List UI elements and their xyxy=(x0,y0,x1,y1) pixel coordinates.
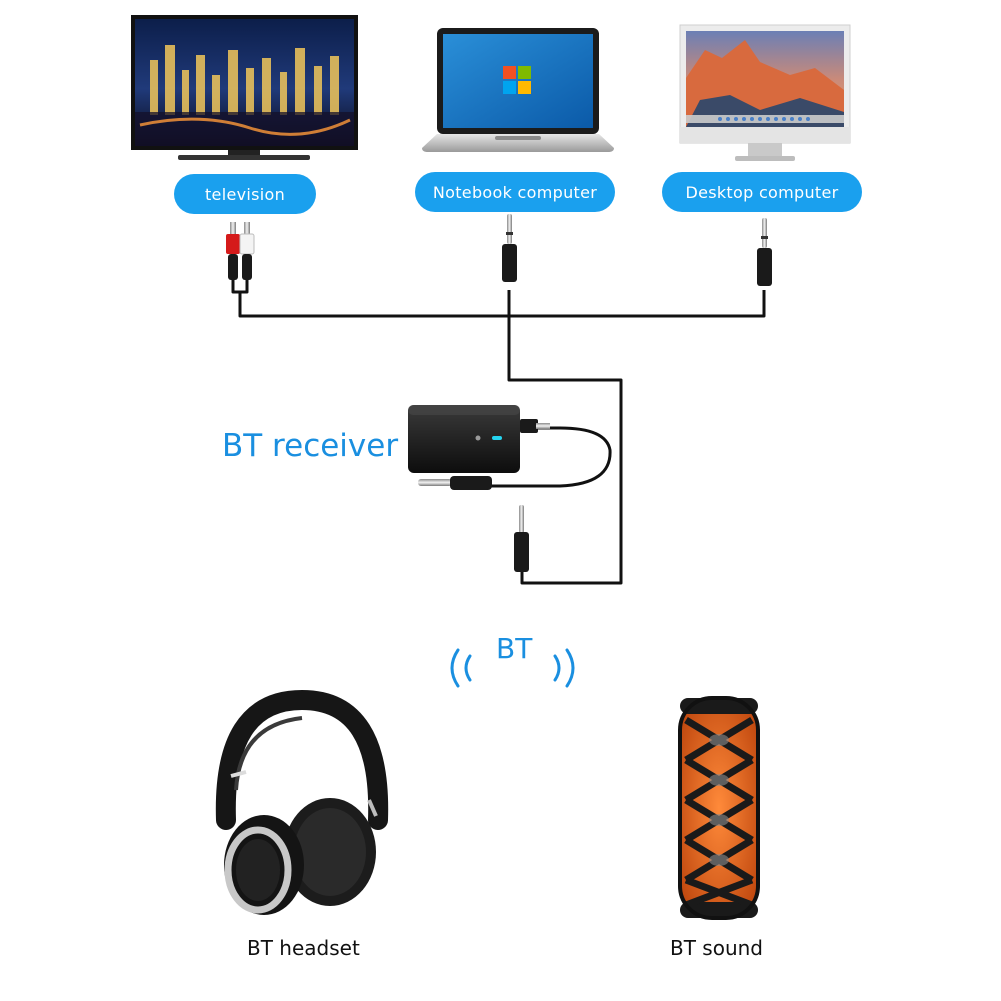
bt-label: BT xyxy=(496,632,533,665)
television-icon xyxy=(131,15,358,160)
notebook-computer-label: Notebook computer xyxy=(415,172,615,212)
audio-jack-icon xyxy=(502,214,517,282)
audio-jack-icon xyxy=(757,218,772,286)
bt-receiver-label: BT receiver xyxy=(222,428,399,464)
headphones-icon xyxy=(215,689,389,915)
desktop-computer-label: Desktop computer xyxy=(662,172,862,212)
cable-network xyxy=(231,278,766,585)
bt-headset-label: BT headset xyxy=(247,936,360,960)
desktop-computer-icon xyxy=(679,24,851,161)
windows-logo-icon xyxy=(503,66,531,94)
television-label: television xyxy=(174,174,316,214)
rca-plug-icon xyxy=(226,222,255,280)
bt-signal-icon xyxy=(450,648,575,688)
bt-receiver-device xyxy=(408,405,612,572)
bt-sound-label: BT sound xyxy=(670,936,763,960)
bt-speaker-icon xyxy=(678,696,760,920)
notebook-computer-icon xyxy=(422,28,614,152)
